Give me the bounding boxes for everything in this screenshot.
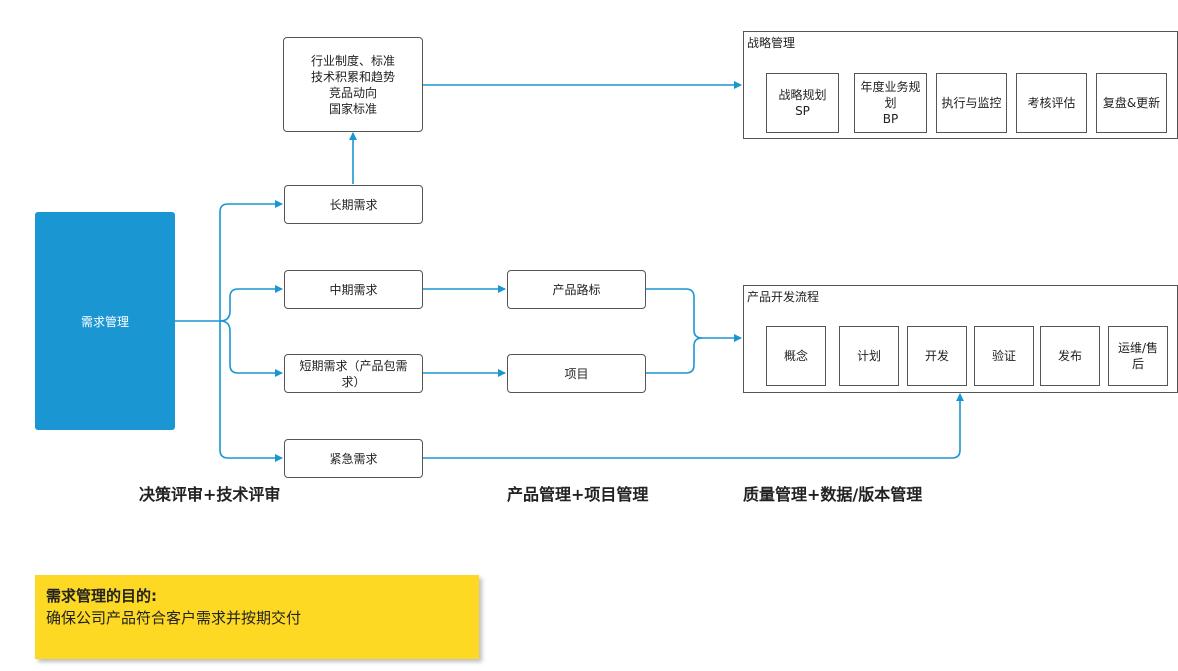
demand-management-box: 需求管理 (35, 212, 175, 430)
mid-term-demand-box: 中期需求 (284, 270, 423, 309)
dev-step-label: 运维/售 后 (1117, 341, 1159, 371)
urgent-demand-label: 紧急需求 (329, 451, 378, 466)
purpose-note: 需求管理的目的: 确保公司产品符合客户需求并按期交付 (35, 575, 479, 659)
long-term-demand-label: 长期需求 (329, 197, 378, 212)
dev-step-plan: 计划 (839, 326, 899, 386)
strategy-item-review: 复盘&更新 (1096, 73, 1167, 133)
strategy-item-execution: 执行与监控 (936, 73, 1007, 133)
strategy-panel-title: 战略管理 (747, 36, 796, 50)
dev-step-label: 验证 (991, 349, 1016, 363)
connector-urgent-dev (423, 393, 964, 459)
dev-step-label: 概念 (783, 349, 808, 363)
dev-step-develop: 开发 (907, 326, 967, 386)
dev-step-label: 发布 (1057, 349, 1082, 363)
strategy-item-sp: 战略规划 SP (766, 73, 839, 133)
demand-management-label: 需求管理 (80, 314, 129, 329)
industry-info-text: 行业制度、标准 技术积累和趋势 竞品动向 国家标准 (310, 53, 395, 116)
strategy-item-assessment: 考核评估 (1016, 73, 1087, 133)
dev-step-label: 计划 (856, 349, 881, 363)
connector-urgent (219, 321, 283, 462)
connector-project-dev (646, 337, 703, 374)
purpose-note-title: 需求管理的目的: (46, 587, 157, 605)
strategy-item-label: 战略规划 SP (778, 88, 827, 118)
short-term-demand-box: 短期需求（产品包需 求） (284, 354, 423, 393)
dev-step-concept: 概念 (766, 326, 826, 386)
dev-step-label: 开发 (924, 349, 949, 363)
product-roadmap-label: 产品路标 (552, 282, 601, 297)
strategy-item-label: 年度业务规 划 BP (860, 80, 921, 126)
short-term-demand-label: 短期需求（产品包需 求） (299, 358, 408, 389)
urgent-demand-box: 紧急需求 (284, 439, 423, 478)
stage-label-quality: 质量管理+数据/版本管理 (743, 485, 923, 504)
dev-process-panel-title: 产品开发流程 (747, 290, 820, 304)
purpose-note-text: 确保公司产品符合客户需求并按期交付 (46, 609, 302, 627)
connector-long (219, 200, 283, 321)
strategy-item-bp: 年度业务规 划 BP (854, 73, 927, 133)
product-roadmap-box: 产品路标 (507, 270, 646, 309)
project-box: 项目 (507, 354, 646, 393)
stage-label-product-project: 产品管理+项目管理 (507, 485, 649, 504)
strategy-item-label: 考核评估 (1027, 96, 1076, 110)
industry-info-box: 行业制度、标准 技术积累和趋势 竞品动向 国家标准 (283, 37, 423, 132)
connector-short (219, 320, 283, 377)
dev-step-operations: 运维/售 后 (1108, 326, 1168, 386)
dev-step-release: 发布 (1040, 326, 1100, 386)
dev-step-verify: 验证 (974, 326, 1034, 386)
strategy-item-label: 复盘&更新 (1102, 96, 1161, 110)
long-term-demand-box: 长期需求 (284, 185, 423, 224)
connector-roadmap-dev (646, 288, 742, 342)
project-label: 项目 (564, 366, 589, 381)
stage-label-decision: 决策评审+技术评审 (139, 485, 281, 504)
strategy-item-label: 执行与监控 (941, 96, 1002, 110)
mid-term-demand-label: 中期需求 (329, 282, 378, 297)
connector-mid (219, 285, 283, 322)
